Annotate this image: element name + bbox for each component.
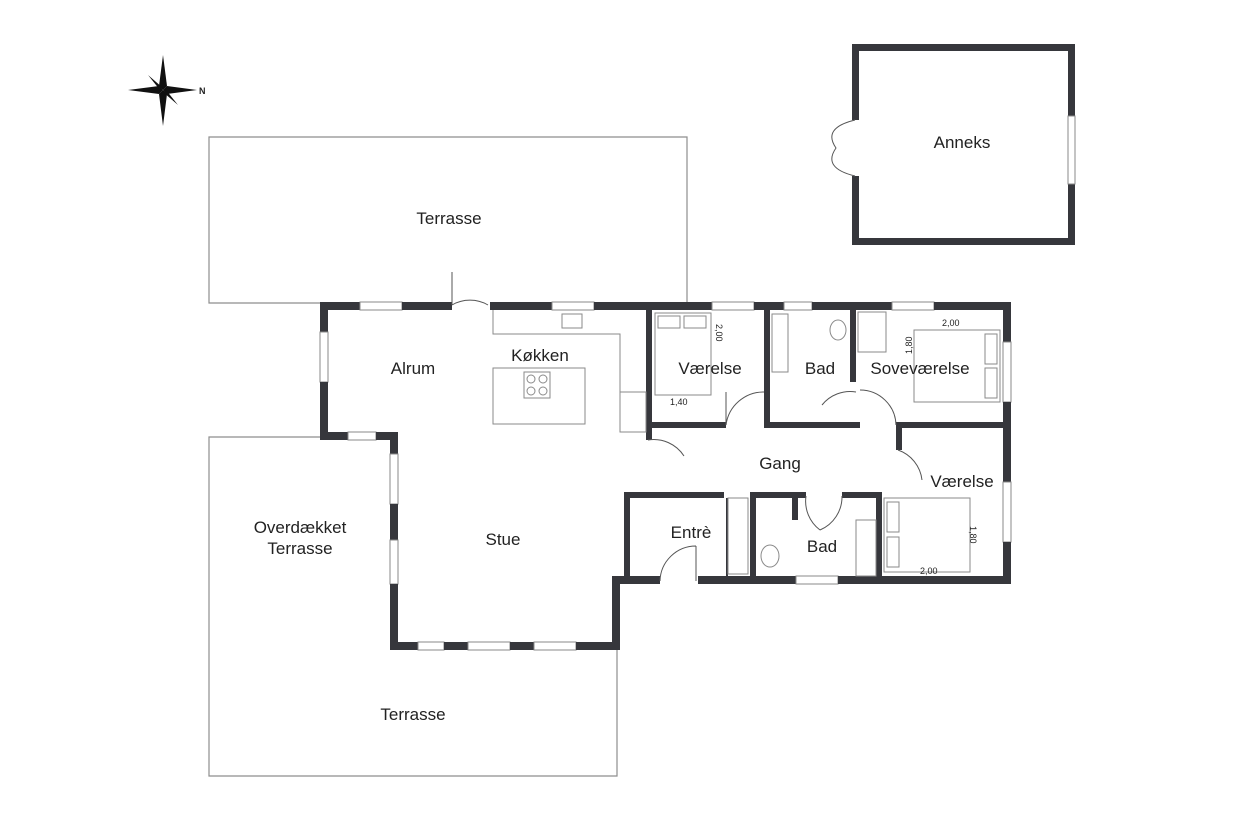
room-label-bad-1: Bad: [805, 359, 835, 378]
room-label-overdaekket-1: Overdækket: [254, 518, 347, 537]
bed-icon: [654, 312, 712, 396]
fixtures: [492, 310, 1001, 577]
dim-vaerelse-2-w: 2,00: [920, 566, 938, 576]
room-label-terrasse-bottom: Terrasse: [380, 705, 445, 724]
dim-vaerelse-1-l: 1,40: [670, 397, 688, 407]
stove-icon: [523, 371, 551, 399]
annex: [831, 44, 1076, 245]
terrasse-bottom-outline: [208, 436, 618, 777]
room-label-kokken: Køkken: [511, 346, 569, 365]
room-label-anneks: Anneks: [934, 133, 991, 152]
toilet-2-icon: [760, 544, 780, 568]
room-label-sovevaerelse: Soveværelse: [870, 359, 969, 378]
doors: [451, 272, 923, 582]
compass-icon: N: [128, 55, 206, 126]
room-label-entre: Entrè: [671, 523, 712, 542]
bath-sink-icon: [771, 313, 789, 373]
room-label-overdaekket-2: Terrasse: [267, 539, 332, 558]
bed-2-icon: [883, 497, 971, 573]
dim-vaerelse-2-l: 1,80: [968, 526, 978, 544]
compass-north-label: N: [199, 86, 206, 96]
room-label-vaerelse-1: Værelse: [678, 359, 741, 378]
master-bed-icon: [857, 311, 1001, 403]
room-label-alrum: Alrum: [391, 359, 435, 378]
house-walls: [319, 301, 1012, 651]
dim-sove-w: 2,00: [942, 318, 960, 328]
terrasse-top-outline: [208, 136, 688, 304]
dim-vaerelse-1-w: 2,00: [714, 324, 724, 342]
room-label-stue: Stue: [486, 530, 521, 549]
room-label-bad-2: Bad: [807, 537, 837, 556]
kitchen-sink-icon: [561, 313, 583, 329]
kitchen-island: [492, 367, 586, 425]
room-label-gang: Gang: [759, 454, 801, 473]
dim-sove-l: 1,80: [904, 336, 914, 354]
room-label-vaerelse-2: Værelse: [930, 472, 993, 491]
toilet-icon: [829, 319, 847, 341]
room-label-terrasse-top: Terrasse: [416, 209, 481, 228]
